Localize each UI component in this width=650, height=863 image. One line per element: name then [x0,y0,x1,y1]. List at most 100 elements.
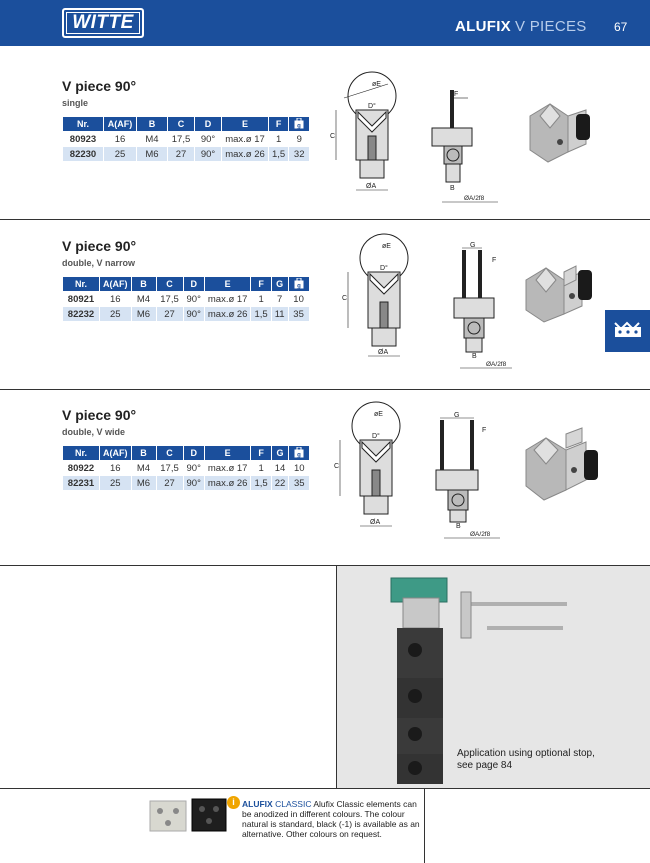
cell: 14 [274,462,286,474]
cell: 90° [200,133,216,145]
col-nr: Nr. [63,277,99,291]
witte-logo: WITTE [62,8,144,38]
note-divider [424,789,425,863]
dim-label: C [330,133,335,140]
section-divider [0,219,650,220]
section-1-spec-table: Nr. A(AF) B C D E F g 80923 16 M4 17,5 9… [62,116,310,162]
header-title-bold: ALUFIX [455,18,511,35]
cell: 90° [186,462,201,474]
section-3-side-drawing: G F B ØA/2f8 [435,412,500,539]
dim-label: C [334,463,339,470]
dim-label: C [342,295,347,302]
section-3-front-drawing: øE D° C ØA [334,401,401,527]
cell: max.ø 17 [207,462,248,474]
cell: M4 [136,293,151,305]
table-header-row: Nr. A(AF) B C D E F g [63,117,310,131]
dim-label: øE [382,243,391,250]
col-d: D [183,446,204,460]
section-3-spec-table: Nr. A(AF) B C D E F G g 80922 16 M4 17,5… [62,445,310,491]
dim-label: ØA [378,349,388,356]
cell: 25 [100,476,131,490]
section-1-subtitle: single [62,98,89,108]
note-alufix: ALUFIX [242,799,273,809]
cell: max.ø 26 [204,476,251,490]
col-f: F [251,446,271,460]
cell: 1 [258,293,264,305]
cell: 1 [275,133,282,145]
cell: 35 [289,476,310,490]
table-row: 82231 25 M6 27 90° max.ø 26 1,5 22 35 [63,476,310,490]
col-c: C [168,117,194,131]
cell: 80923 [69,133,97,145]
cell: 27 [156,476,183,490]
col-e: E [204,277,251,291]
section-1-front-drawing: øE D° C ØA [330,71,397,191]
info-icon: i [227,796,240,809]
page-number: 67 [614,20,628,34]
dim-label: ØA [366,183,376,190]
cell: max.ø 17 [207,293,248,305]
table-row: 82232 25 M6 27 90° max.ø 26 1,5 11 35 [63,307,309,321]
cell: M6 [131,476,156,490]
table-row: 80921 16 M4 17,5 90° max.ø 17 1 7 10 [63,292,309,306]
section-2-title: V piece 90° [62,238,137,254]
chapter-tab[interactable] [605,310,650,352]
section-1-side-drawing: F B ØA/2f8 [431,90,498,203]
table-row: 82230 25 M6 27 90° max.ø 26 1,5 32 [63,147,310,161]
cell: 10 [293,293,304,305]
col-a: A(AF) [100,446,131,460]
col-e: E [204,446,251,460]
dim-label: F [482,427,486,434]
cell: 90° [183,476,204,490]
table-header-row: Nr. A(AF) B C D E F G g [63,277,309,291]
cell: 27 [156,307,183,321]
cell: 82230 [63,147,103,161]
note-classic: CLASSIC [275,799,312,809]
dim-label: B [456,523,461,530]
section-2-product-photo [525,265,592,323]
note-body: Alufix Classic elements can be anodized … [242,799,420,839]
col-g: G [271,446,289,460]
logo-text: WITTE [72,12,134,33]
cell: 27 [168,147,194,161]
section-3-title: V piece 90° [62,407,137,423]
section-2-spec-table: Nr. A(AF) B C D E F G g 80921 16 M4 17,5… [62,276,310,322]
dim-label: D° [368,102,376,110]
cell: 82231 [63,476,99,490]
cell: 10 [293,462,305,474]
cell: 11 [271,307,288,321]
cell: 25 [104,147,136,161]
dim-label: øE [374,411,383,418]
dim-label: D° [380,264,388,272]
col-a: A(AF) [104,117,136,131]
cell: M6 [137,147,167,161]
cell: 17,5 [160,462,179,474]
cell: 90° [195,147,221,161]
dim-label: B [450,185,455,192]
cell: 90° [183,307,204,321]
application-caption: Application using optional stop, see pag… [457,748,595,772]
cell: 80922 [67,462,95,474]
section-2-side-drawing: G F B ØA/2f8 [453,242,512,369]
table-header-row: Nr. A(AF) B C D E F G g [63,446,310,460]
dim-label: øE [372,81,381,88]
application-photo-panel [336,566,650,788]
cell: M4 [136,462,151,474]
cell: 35 [288,307,309,321]
cell: 17,5 [171,133,191,145]
col-e: E [222,117,268,131]
dim-label: ØA [370,519,380,526]
col-c: C [156,446,183,460]
col-d: D [195,117,221,131]
section-3-subtitle: double, V wide [62,427,126,437]
classic-blocks-photo [149,798,227,832]
v-piece-icon [614,321,641,337]
cell: 1,5 [251,307,271,321]
col-g: G [271,277,288,291]
weight-icon: g [289,117,310,131]
cell: max.ø 26 [222,147,268,161]
table-row: 80923 16 M4 17,5 90° max.ø 17 1 9 [63,132,309,146]
cell: M6 [131,307,156,321]
